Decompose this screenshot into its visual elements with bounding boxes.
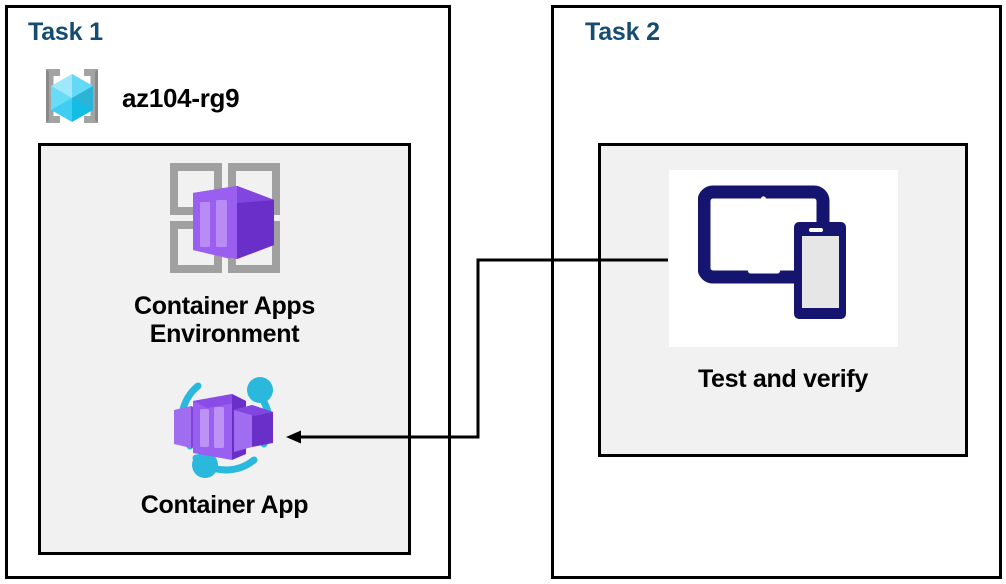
resource-group-name: az104-rg9 [122, 83, 240, 113]
task-2-title: Task 2 [585, 18, 660, 46]
container-apps-environment-icon [162, 155, 288, 286]
container-apps-environment-label: Container Apps Environment [134, 292, 315, 348]
container-app-label: Container App [140, 491, 309, 519]
task-1-title: Task 1 [28, 18, 103, 46]
resource-group-icon [36, 60, 108, 137]
test-and-verify-icon-backdrop [668, 170, 898, 347]
container-app-node: Container App [38, 368, 411, 519]
test-and-verify-node: Test and verify [598, 170, 968, 394]
resource-group-row: az104-rg9 [36, 60, 240, 137]
label-line-1: Container Apps [134, 292, 315, 320]
test-and-verify-label: Test and verify [697, 365, 869, 393]
test-and-verify-devices-icon [697, 184, 868, 334]
container-apps-environment-node: Container Apps Environment [38, 155, 411, 348]
container-app-icon [160, 368, 290, 485]
label-line-2: Environment [149, 320, 300, 348]
label-line-1: Container App [140, 491, 309, 519]
